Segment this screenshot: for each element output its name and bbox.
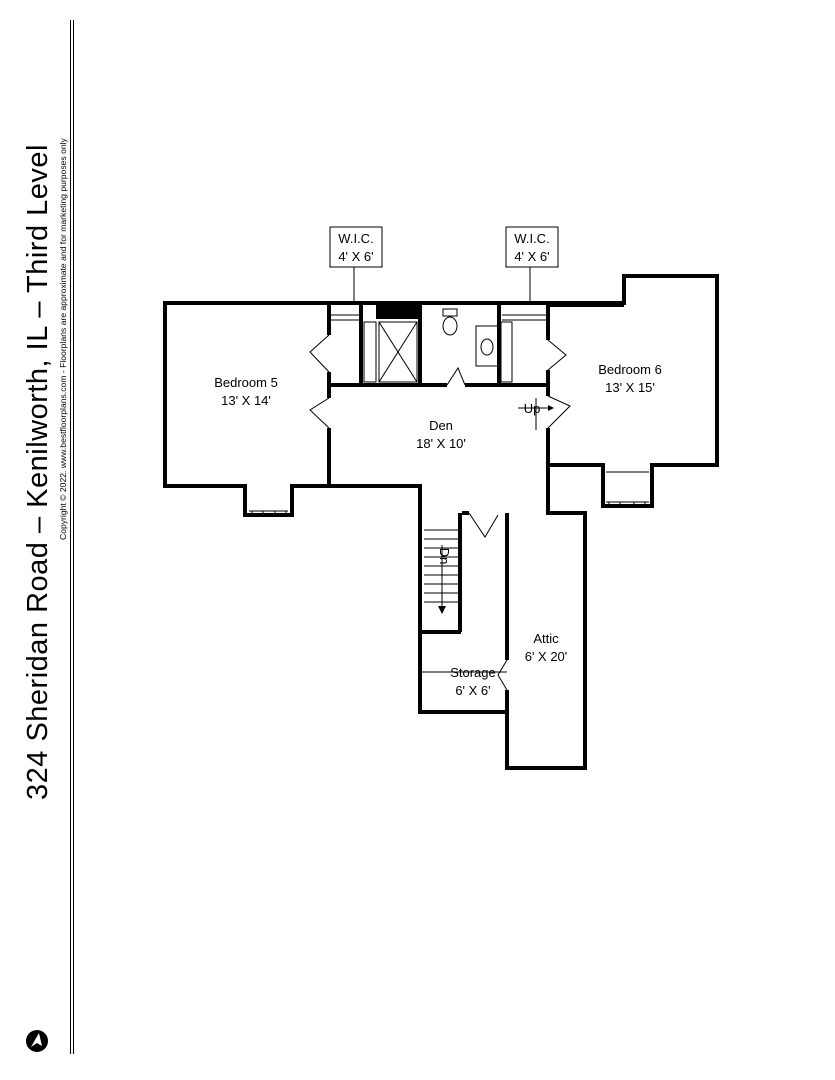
wic-left-callout <box>329 226 383 305</box>
closet-fixtures <box>331 308 546 383</box>
bedroom6-size: 13' X 15' <box>605 380 655 395</box>
title-rule-outer <box>70 20 71 1054</box>
bedroom5-name: Bedroom 5 <box>214 375 278 390</box>
exterior-wall <box>163 274 719 770</box>
wic-right-callout <box>505 226 559 305</box>
storage-name: Storage <box>450 665 496 680</box>
bedroom6-window <box>606 471 649 507</box>
wic-left-size: 4' X 6' <box>338 249 373 264</box>
stairs-up <box>518 398 554 430</box>
storage-size: 6' X 6' <box>455 683 490 698</box>
doors <box>309 334 571 691</box>
den-name: Den <box>429 418 453 433</box>
bedroom5-window <box>249 510 288 516</box>
wic-left-name: W.I.C. <box>338 231 373 246</box>
bedroom5-size: 13' X 14' <box>221 393 271 408</box>
north-arrow-icon <box>26 1030 48 1052</box>
interior-walls <box>327 303 624 712</box>
attic-size: 6' X 20' <box>525 649 568 664</box>
stairs-down <box>424 529 458 614</box>
wic-right-size: 4' X 6' <box>514 249 549 264</box>
stairs-down-label: Dn <box>437 548 452 565</box>
stairs-up-label: Up <box>524 401 541 416</box>
title-rule-inner <box>73 20 74 1054</box>
wic-right-name: W.I.C. <box>514 231 549 246</box>
bedroom6-name: Bedroom 6 <box>598 362 662 377</box>
den-size: 18' X 10' <box>416 436 466 451</box>
attic-name: Attic <box>533 631 559 646</box>
